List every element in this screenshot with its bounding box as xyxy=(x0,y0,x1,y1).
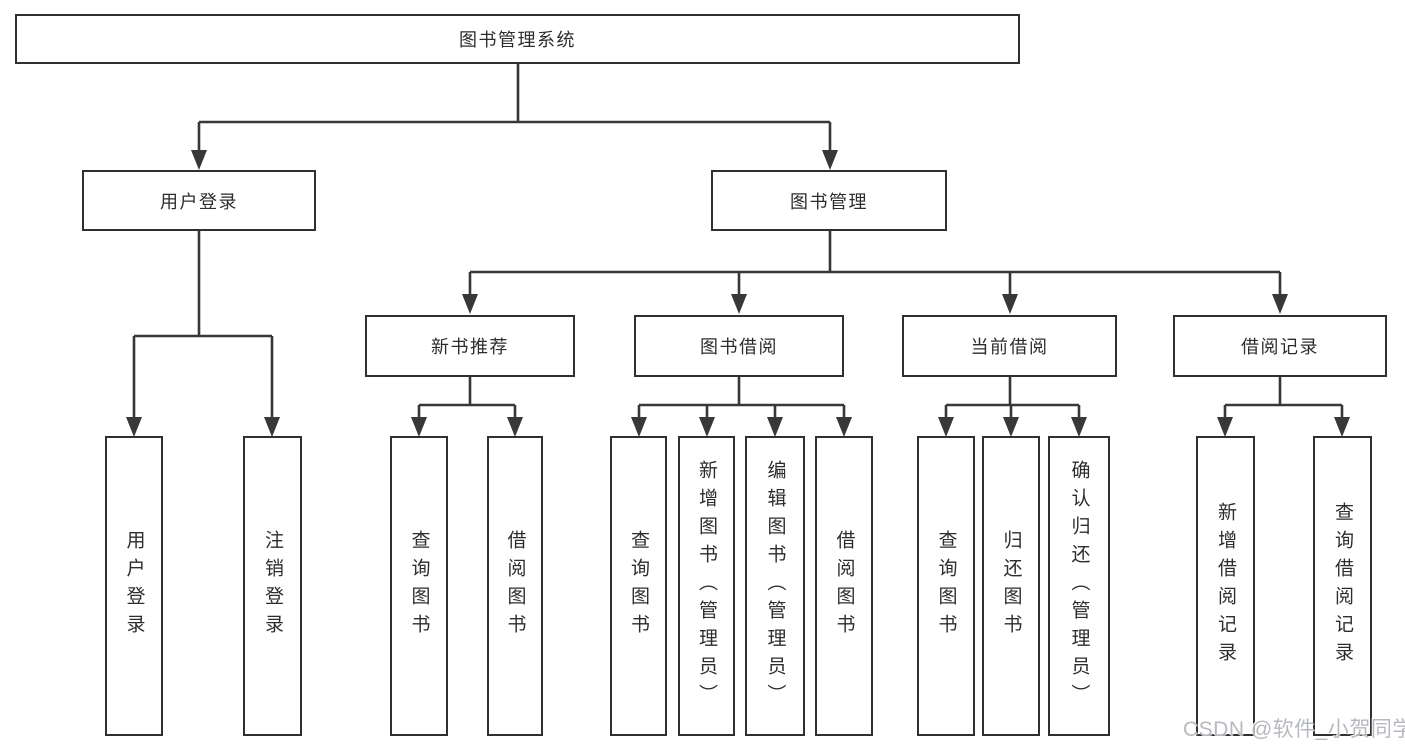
node-label: 确认归还（管理员） xyxy=(1068,460,1090,712)
node-book-management: 图书管理 xyxy=(711,170,947,231)
leaf-confirm-return-admin: 确认归还（管理员） xyxy=(1048,436,1110,736)
node-label: 用户登录 xyxy=(123,530,145,642)
node-label: 查询图书 xyxy=(935,530,957,642)
node-borrow-records: 借阅记录 xyxy=(1173,315,1387,377)
node-label: 新书推荐 xyxy=(431,337,509,357)
node-label: 编辑图书（管理员） xyxy=(764,460,786,712)
node-label: 图书管理系统 xyxy=(459,30,576,50)
node-label: 查询图书 xyxy=(408,530,430,642)
node-label: 借阅图书 xyxy=(833,530,855,642)
leaf-query-books-recommend: 查询图书 xyxy=(390,436,448,736)
node-new-book-recommend: 新书推荐 xyxy=(365,315,575,377)
watermark: CSDN @软件_小贺同学 xyxy=(1183,718,1405,741)
leaf-query-books-current: 查询图书 xyxy=(917,436,975,736)
leaf-add-borrow-record: 新增借阅记录 xyxy=(1196,436,1255,736)
node-label: 新增图书（管理员） xyxy=(696,460,717,712)
connector-segments xyxy=(132,64,1344,421)
leaf-query-borrow-record: 查询借阅记录 xyxy=(1313,436,1372,736)
node-label: 图书管理 xyxy=(790,191,868,212)
node-label: 新增借阅记录 xyxy=(1215,502,1236,670)
leaf-borrow-books-recommend: 借阅图书 xyxy=(487,436,543,736)
node-label: 图书借阅 xyxy=(700,337,778,357)
node-label: 注销登录 xyxy=(262,530,283,642)
connector-arrowheads xyxy=(126,150,1350,437)
node-label: 查询图书 xyxy=(628,530,649,642)
node-label: 查询借阅记录 xyxy=(1332,502,1353,670)
leaf-add-books-admin: 新增图书（管理员） xyxy=(678,436,735,736)
node-current-borrow: 当前借阅 xyxy=(902,315,1117,377)
leaf-query-books-borrow: 查询图书 xyxy=(610,436,667,736)
node-user-login: 用户登录 xyxy=(82,170,316,231)
node-label: 借阅图书 xyxy=(504,530,526,642)
leaf-return-books: 归还图书 xyxy=(982,436,1040,736)
leaf-logout: 注销登录 xyxy=(243,436,302,736)
node-root-system: 图书管理系统 xyxy=(15,14,1020,64)
node-label: 借阅记录 xyxy=(1241,337,1319,357)
node-label: 归还图书 xyxy=(1000,530,1022,642)
leaf-user-login: 用户登录 xyxy=(105,436,163,736)
node-label: 当前借阅 xyxy=(970,337,1049,357)
leaf-edit-books-admin: 编辑图书（管理员） xyxy=(745,436,805,736)
leaf-borrow-books: 借阅图书 xyxy=(815,436,873,736)
node-book-borrow: 图书借阅 xyxy=(634,315,844,377)
node-label: 用户登录 xyxy=(160,191,238,212)
